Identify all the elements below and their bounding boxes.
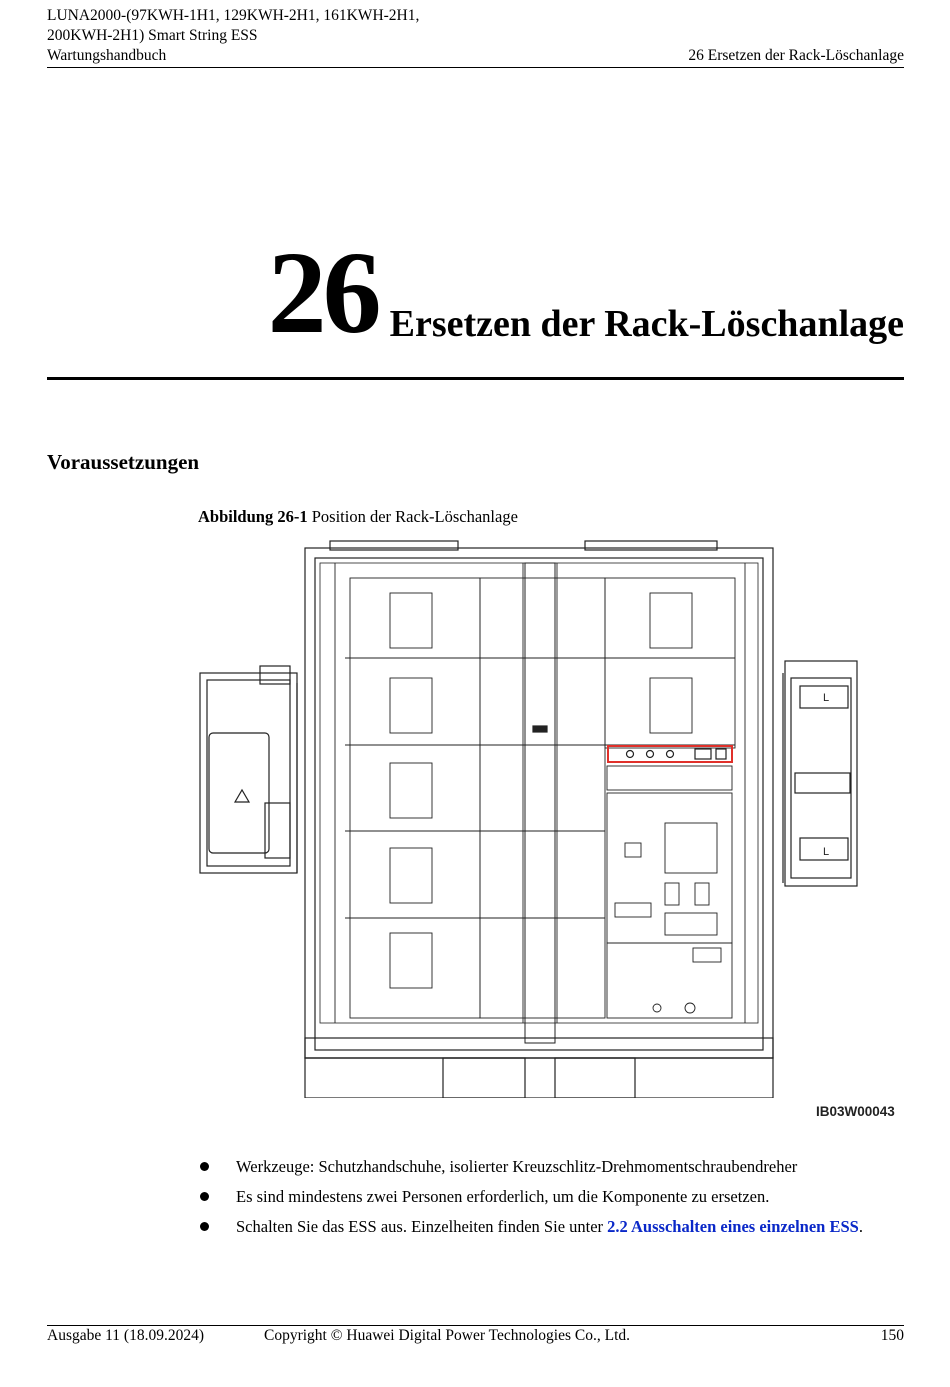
figure-caption-text: Position der Rack-Löschanlage — [311, 507, 518, 526]
bullet-text: Schalten Sie das ESS aus. Einzelheiten f… — [236, 1217, 608, 1236]
header-product-line1: LUNA2000-(97KWH-1H1, 129KWH-2H1, 161KWH-… — [47, 7, 420, 24]
bullet-icon — [200, 1192, 209, 1201]
list-item: Es sind mindestens zwei Personen erforde… — [198, 1186, 878, 1208]
figure-label: Abbildung 26-1 — [198, 507, 308, 526]
rack-diagram: LL — [199, 540, 858, 1098]
bullet-text-end: . — [858, 1217, 863, 1236]
panel-letter: L — [823, 846, 829, 858]
figure-code: IB03W00043 — [816, 1104, 895, 1119]
prerequisite-list: Werkzeuge: Schutzhandschuhe, isolierter … — [198, 1156, 878, 1246]
header-chapter-ref: 26 Ersetzen der Rack-Löschanlage — [688, 47, 904, 64]
footer-edition: Ausgabe 11 (18.09.2024) — [47, 1327, 204, 1344]
footer-copyright: Copyright © Huawei Digital Power Technol… — [264, 1327, 630, 1344]
control-box — [606, 765, 733, 1019]
cabinet-outline — [304, 547, 774, 1059]
list-item: Schalten Sie das ESS aus. Einzelheiten f… — [198, 1216, 878, 1238]
bullet-text: Es sind mindestens zwei Personen erforde… — [236, 1187, 770, 1206]
figure-caption: Abbildung 26-1 Position der Rack-Löschan… — [198, 507, 518, 527]
bullet-icon — [200, 1162, 209, 1171]
top-cap-right — [584, 540, 718, 551]
power-off-link[interactable]: 2.2 Ausschalten eines einzelnen ESS — [607, 1217, 859, 1236]
battery-modules — [334, 563, 746, 1023]
base-frame — [304, 1037, 774, 1098]
header-rule — [47, 67, 904, 68]
panel-letter: L — [823, 692, 829, 704]
chapter-heading: 26 Ersetzen der Rack-Löschanlage — [267, 227, 904, 358]
chapter-title: Ersetzen der Rack-Löschanlage — [389, 303, 904, 345]
footer-rule — [47, 1325, 904, 1326]
page-header: LUNA2000-(97KWH-1H1, 129KWH-2H1, 161KWH-… — [47, 6, 904, 66]
list-item: Werkzeuge: Schutzhandschuhe, isolierter … — [198, 1156, 878, 1178]
chapter-number: 26 — [267, 227, 382, 358]
top-cap-left — [329, 540, 459, 551]
page-number: 150 — [880, 1327, 904, 1344]
bullet-text: Werkzeuge: Schutzhandschuhe, isolierter … — [236, 1157, 798, 1176]
center-beam — [524, 562, 556, 1044]
chapter-rule — [47, 377, 904, 380]
warning-triangle-icon — [233, 788, 251, 803]
left-door — [199, 665, 298, 874]
section-title: Voraussetzungen — [47, 450, 200, 474]
rack-fire-extinguisher — [607, 745, 733, 763]
header-product-line2: 200KWH-2H1) Smart String ESS — [47, 27, 258, 44]
header-manual: Wartungshandbuch — [47, 47, 167, 64]
bullet-icon — [200, 1222, 209, 1231]
right-door — [782, 660, 858, 887]
